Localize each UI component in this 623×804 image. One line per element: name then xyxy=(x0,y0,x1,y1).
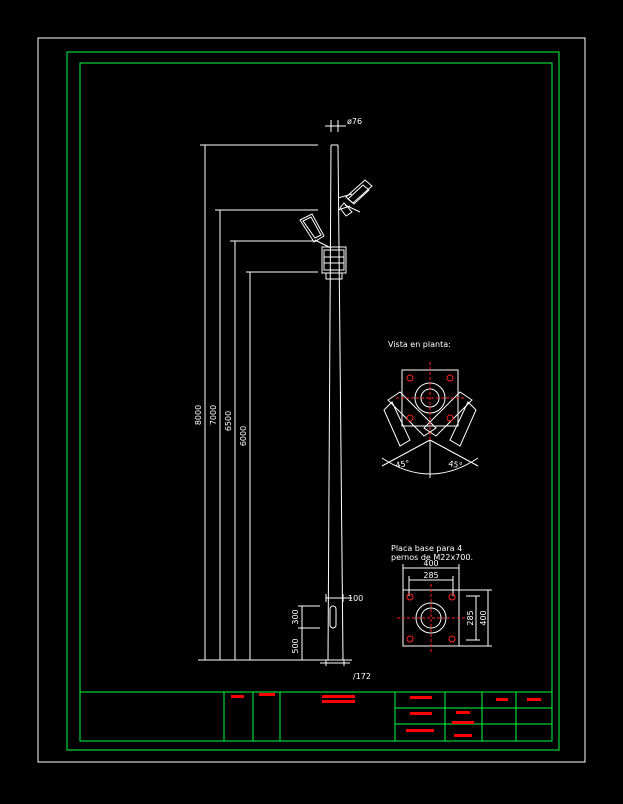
height-dimensions xyxy=(198,144,352,661)
title-block-redacted-fields xyxy=(231,693,541,737)
dim-diameter: ø76 xyxy=(347,117,362,126)
base-plate-title-2: pernos de M22x700. xyxy=(391,553,473,562)
plate-bolt-spacing-285-v: 285 xyxy=(466,610,475,625)
plate-width-400: 400 xyxy=(423,559,438,568)
sheet-border xyxy=(37,37,586,763)
dim-300: 300 xyxy=(291,609,300,624)
dim-7000: 7000 xyxy=(209,405,218,425)
angle-left: 45° xyxy=(395,459,411,470)
plan-view-title: Vista en planta: xyxy=(388,340,451,349)
dim-500: 500 xyxy=(291,638,300,653)
dim-base-ref: /172 xyxy=(353,672,371,681)
dim-100: 100 xyxy=(348,594,363,603)
angle-right: 45° xyxy=(448,459,464,470)
base-plate-axes xyxy=(397,584,465,652)
dim-6000: 6000 xyxy=(239,426,248,446)
base-plate-bolts xyxy=(406,593,456,643)
plate-height-400: 400 xyxy=(479,610,488,625)
inner-frame xyxy=(79,62,553,742)
title-block xyxy=(80,691,552,741)
plate-bolt-spacing-285: 285 xyxy=(423,571,438,580)
plan-view-axes xyxy=(396,362,466,440)
plan-bolts xyxy=(406,374,454,422)
dim-6500: 6500 xyxy=(224,411,233,431)
outer-frame xyxy=(66,51,560,751)
base-plate-title-1: Placa base para 4 xyxy=(391,544,462,553)
dim-8000: 8000 xyxy=(194,405,203,425)
pole-elevation xyxy=(299,120,373,666)
